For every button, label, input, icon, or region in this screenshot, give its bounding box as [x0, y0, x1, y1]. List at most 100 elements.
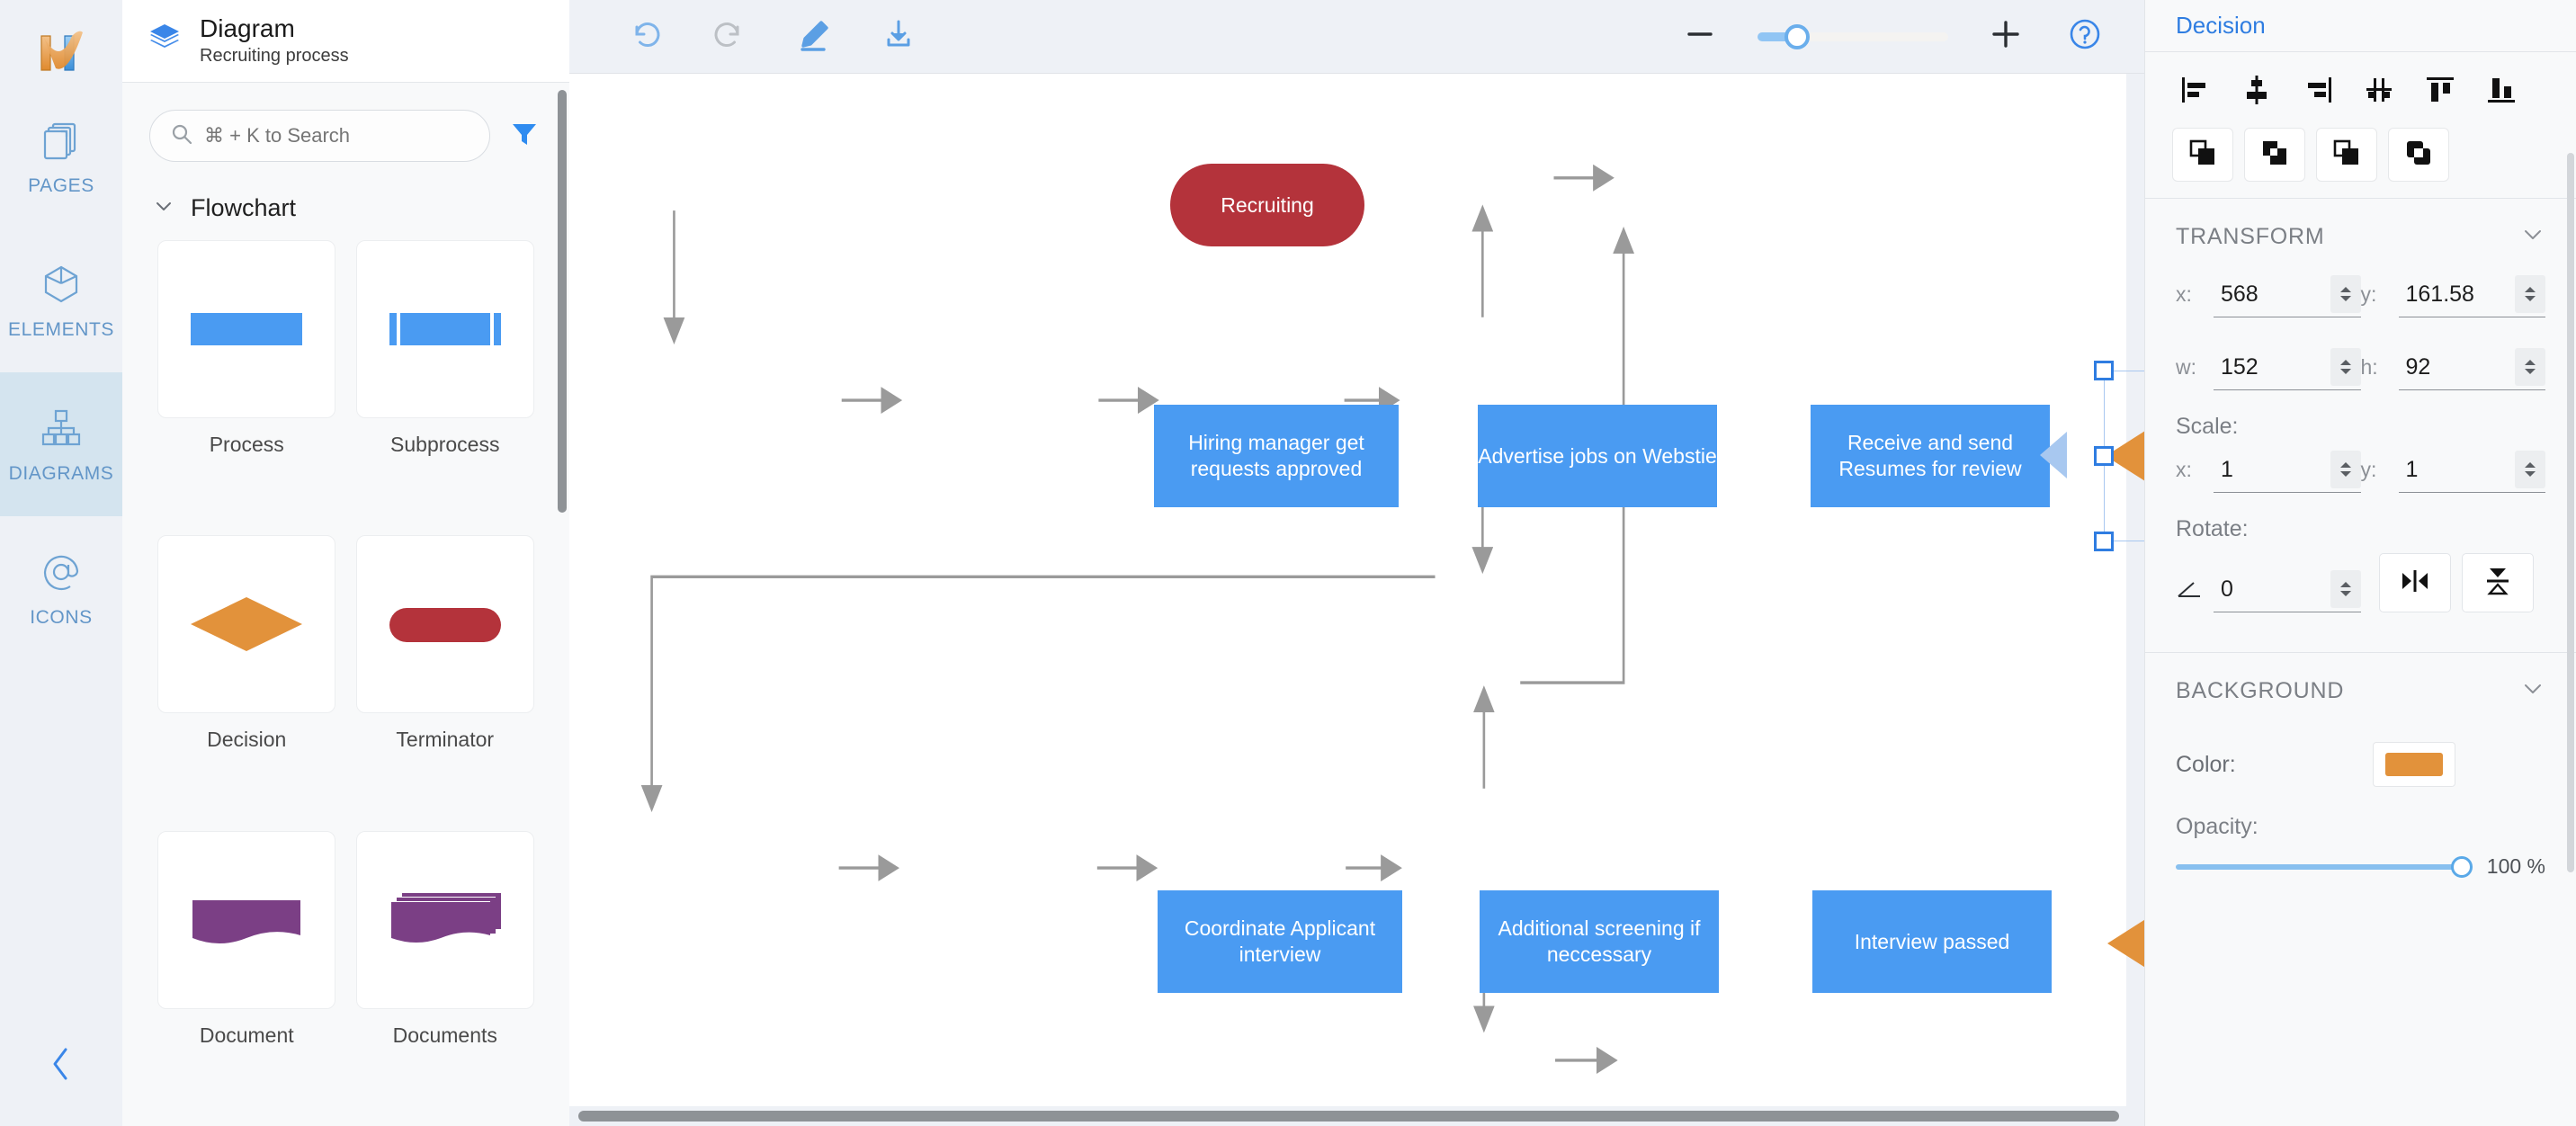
filter-icon	[510, 120, 539, 153]
page-title: Diagram	[200, 13, 295, 42]
sidebar-item-pages[interactable]: PAGES	[0, 85, 122, 228]
section-divider	[2145, 198, 2576, 199]
shape-preview[interactable]	[157, 535, 336, 714]
transform-x-stepper[interactable]	[2330, 275, 2361, 313]
shape-label: Decision	[207, 728, 287, 752]
chevron-down-icon[interactable]	[2520, 676, 2545, 706]
layers-icon	[148, 22, 182, 60]
distribute-horizontal-icon	[2361, 72, 2397, 112]
scale-y-input[interactable]	[2398, 451, 2509, 488]
edit-button[interactable]	[792, 15, 836, 58]
canvas-horizontal-scrollbar[interactable]	[578, 1111, 2119, 1122]
shape-item-process[interactable]: Process	[148, 240, 346, 535]
search-input[interactable]	[204, 124, 470, 147]
node-coordinate-interview[interactable]: Coordinate Applicant interview	[1158, 890, 1402, 993]
shape-preview[interactable]	[355, 240, 534, 418]
node-additional-screening[interactable]: Additional screening if neccessary	[1480, 890, 1719, 993]
align-bottom-icon	[2483, 72, 2519, 112]
transform-section-header[interactable]: TRANSFORM	[2145, 199, 2576, 268]
scale-y-stepper[interactable]	[2515, 451, 2545, 488]
flip-horizontal-button[interactable]	[2378, 553, 2451, 612]
zoom-slider[interactable]	[1758, 23, 1948, 49]
opacity-slider[interactable]	[2176, 855, 2473, 878]
shape-subtract-button[interactable]	[2244, 128, 2305, 182]
redo-button[interactable]	[708, 15, 751, 58]
zoom-in-button[interactable]	[1984, 15, 2027, 58]
background-color-picker[interactable]	[2372, 742, 2455, 787]
properties-scrollbar[interactable]	[2567, 153, 2574, 872]
library-scrollbar[interactable]	[558, 90, 567, 513]
shape-unite-button[interactable]	[2172, 128, 2233, 182]
align-left-button[interactable]	[2165, 67, 2226, 117]
transform-x-input[interactable]	[2214, 275, 2325, 313]
plus-icon	[1988, 16, 2024, 57]
moqups-logo-icon[interactable]	[29, 20, 94, 85]
help-button[interactable]	[2063, 15, 2106, 58]
shape-grid: Process Subprocess Decision	[122, 231, 569, 1126]
align-top-button[interactable]	[2410, 67, 2471, 117]
shape-preview[interactable]	[157, 830, 336, 1009]
shape-item-documents[interactable]: Documents	[346, 830, 545, 1126]
pages-icon	[37, 116, 85, 165]
shape-item-decision[interactable]: Decision	[148, 535, 346, 830]
collapse-panel-button[interactable]	[0, 1042, 122, 1090]
zoom-out-button[interactable]	[1678, 15, 1722, 58]
shape-preview[interactable]	[157, 240, 336, 418]
chevron-down-icon[interactable]	[2520, 222, 2545, 252]
shape-intersect-button[interactable]	[2316, 128, 2377, 182]
node-decision-2[interactable]: Suitable candidate found?	[2106, 858, 2144, 1029]
selection-handle-sw[interactable]	[2094, 532, 2114, 551]
transform-w-input[interactable]	[2214, 348, 2325, 386]
scale-x-input[interactable]	[2214, 451, 2325, 488]
node-advertise-jobs[interactable]: Advertise jobs on Webstie	[1478, 405, 1717, 507]
undo-button[interactable]	[623, 15, 666, 58]
shape-item-terminator[interactable]: Terminator	[346, 535, 545, 830]
search-icon	[170, 122, 193, 150]
shape-exclude-button[interactable]	[2388, 128, 2449, 182]
zoom-slider-handle[interactable]	[1784, 23, 1810, 49]
sidebar-item-icons[interactable]: ICONS	[0, 516, 122, 660]
shape-preview[interactable]	[355, 830, 534, 1009]
download-button[interactable]	[877, 15, 920, 58]
shape-label: Document	[199, 1023, 294, 1047]
node-receive-resumes[interactable]: Receive and send Resumes for review	[1811, 405, 2050, 507]
node-label: Coordinate Applicant interview	[1184, 916, 1376, 966]
selection-handle-w[interactable]	[2094, 446, 2114, 466]
transform-w-stepper[interactable]	[2330, 348, 2361, 386]
diagram-canvas[interactable]: Recruiting Hiring manager get requests a…	[569, 74, 2144, 1106]
opacity-slider-handle[interactable]	[2450, 855, 2473, 878]
shape-item-document[interactable]: Document	[148, 830, 346, 1126]
sidebar-item-elements[interactable]: ELEMENTS	[0, 228, 122, 372]
background-color-swatch	[2384, 753, 2443, 776]
sidebar-item-diagrams[interactable]: DIAGRAMS	[0, 372, 122, 516]
properties-panel: Decision	[2144, 0, 2576, 1126]
scale-x-stepper[interactable]	[2330, 451, 2361, 488]
search-box[interactable]	[149, 110, 490, 162]
connector-handle-left[interactable]	[2040, 432, 2067, 478]
transform-y-stepper[interactable]	[2515, 275, 2545, 313]
shape-item-subprocess[interactable]: Subprocess	[346, 240, 545, 535]
node-interview-passed[interactable]: Interview passed	[1812, 890, 2052, 993]
transform-h-stepper[interactable]	[2515, 348, 2545, 386]
flip-vertical-button[interactable]	[2461, 553, 2534, 612]
align-right-button[interactable]	[2287, 67, 2348, 117]
node-decision-1[interactable]: Suitable candidate found?	[2104, 371, 2144, 541]
rotate-input[interactable]	[2214, 570, 2325, 608]
canvas-viewport[interactable]: Recruiting Hiring manager get requests a…	[569, 74, 2144, 1126]
library-section-flowchart[interactable]: Flowchart	[122, 171, 569, 231]
background-section-header[interactable]: BACKGROUND	[2145, 653, 2576, 722]
node-recruiting[interactable]: Recruiting	[1170, 164, 1364, 246]
transform-h-input[interactable]	[2398, 348, 2509, 386]
transform-y-field: y:	[2361, 275, 2545, 317]
shape-preview[interactable]	[355, 535, 534, 714]
distribute-horizontal-button[interactable]	[2348, 67, 2410, 117]
transform-y-input[interactable]	[2398, 275, 2509, 313]
align-center-vertical-button[interactable]	[2226, 67, 2287, 117]
selection-handle-nw[interactable]	[2094, 361, 2114, 380]
filter-button[interactable]	[506, 118, 542, 154]
align-bottom-button[interactable]	[2471, 67, 2532, 117]
angle-icon	[2176, 576, 2206, 612]
alignment-toolbar	[2145, 52, 2576, 122]
node-hiring-manager[interactable]: Hiring manager get requests approved	[1154, 405, 1399, 507]
rotate-stepper[interactable]	[2330, 570, 2361, 608]
